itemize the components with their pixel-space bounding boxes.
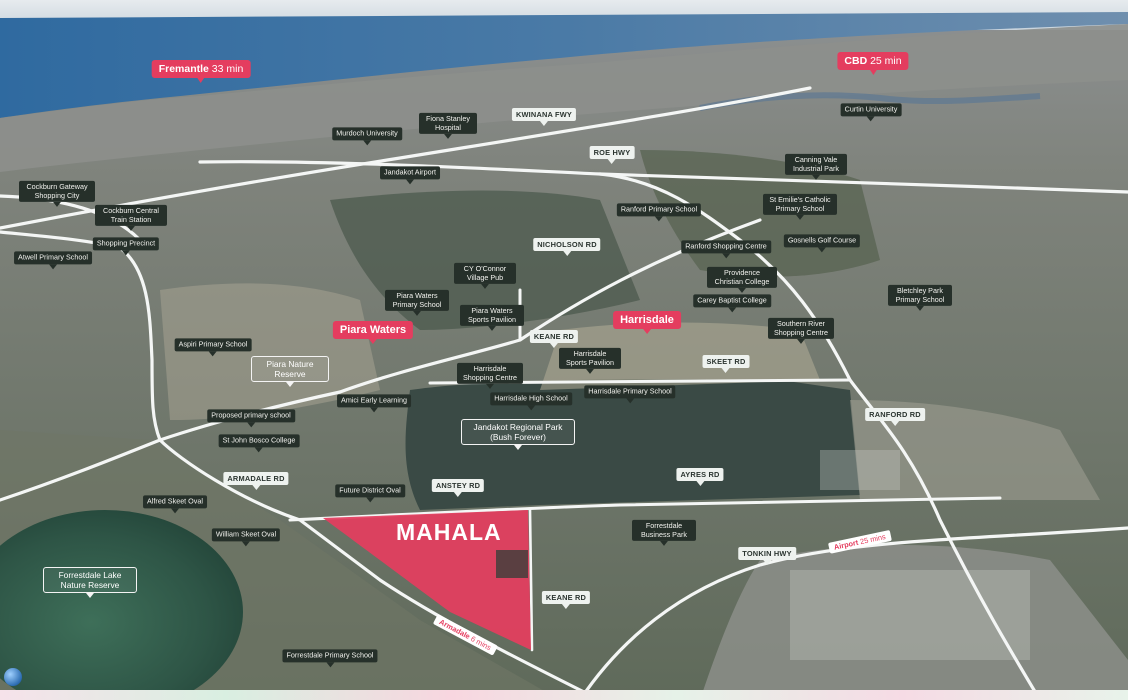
poi-label: Cockburn Gateway Shopping City: [19, 180, 95, 207]
road-label: ARMADALE RD: [223, 472, 289, 490]
poi-label: Carey Baptist College: [693, 294, 771, 312]
poi-label: Canning Vale Industrial Park: [785, 153, 847, 180]
poi-label: St John Bosco College: [218, 434, 300, 452]
road-label: SKEET RD: [702, 355, 750, 373]
poi-label: Alfred Skeet Oval: [143, 495, 207, 513]
poi-label: Forrestdale Primary School: [282, 649, 378, 667]
poi-label: Harrisdale Sports Pavilion: [559, 347, 621, 374]
road-label: NICHOLSON RD: [533, 238, 601, 256]
road-label: KEANE RD: [529, 330, 579, 348]
floral-border: [0, 690, 1128, 700]
poi-label: Piara Waters Sports Pavilion: [460, 304, 524, 331]
poi-label: Gosnells Golf Course: [783, 234, 861, 252]
poi-label: Providence Christian College: [707, 266, 777, 293]
poi-label: Harrisdale Primary School: [584, 385, 676, 403]
poi-label: Forrestdale Business Park: [632, 519, 696, 546]
poi-label: Southern River Shopping Centre: [768, 317, 834, 344]
destination-name: CBD: [844, 55, 868, 67]
poi-label: Future District Oval: [335, 484, 405, 502]
poi-label: Amici Early Learning: [337, 394, 411, 412]
mahala-area: [323, 510, 531, 650]
poi-label: Cockburn Central Train Station: [95, 204, 167, 231]
road-label: AYRES RD: [676, 468, 724, 486]
globe-icon: [4, 668, 22, 686]
destination-name: Fremantle: [158, 63, 209, 75]
destination-time: 33 min: [211, 63, 244, 75]
poi-label: Murdoch University: [332, 127, 402, 145]
reserve-label: Jandakot Regional Park (Bush Forever): [461, 419, 575, 450]
road-label: ROE HWY: [589, 146, 635, 164]
poi-label: CY O'Connor Village Pub: [454, 262, 516, 289]
poi-label: Jandakot Airport: [380, 166, 440, 184]
destination-time: 25 min: [870, 55, 902, 67]
destination-cbd: CBD 25 min: [837, 52, 909, 75]
poi-label: Proposed primary school: [207, 409, 295, 427]
poi-label: William Skeet Oval: [211, 528, 281, 546]
poi-label: Bletchley Park Primary School: [888, 284, 952, 311]
poi-label: Harrisdale High School: [490, 392, 572, 410]
poi-label: St Emilie's Catholic Primary School: [763, 193, 837, 220]
development-name: MAHALA: [396, 519, 502, 545]
poi-label: Ranford Shopping Centre: [681, 240, 771, 258]
poi-label: Aspiri Primary School: [174, 338, 252, 356]
poi-label: Atwell Primary School: [14, 251, 92, 269]
reserve-label: Piara Nature Reserve: [251, 356, 329, 387]
road-label: KWINANA FWY: [511, 108, 577, 126]
poi-label: Harrisdale Shopping Centre: [457, 362, 523, 389]
road-label: KEANE RD: [541, 591, 591, 609]
road-label: ANSTEY RD: [431, 479, 485, 497]
reserve-label: Forrestdale Lake Nature Reserve: [43, 567, 137, 598]
poi-label: Curtin University: [840, 103, 902, 121]
suburb-piara-waters: Piara Waters: [332, 321, 414, 344]
road-label: RANFORD RD: [865, 408, 925, 426]
road-label: TONKIN HWY: [738, 547, 796, 565]
destination-fremantle: Fremantle 33 min: [151, 60, 251, 83]
poi-label: Ranford Primary School: [616, 203, 702, 221]
suburb-harrisdale: Harrisdale: [613, 311, 681, 334]
poi-label: Fiona Stanley Hospital: [419, 112, 477, 139]
poi-label: Shopping Precinct: [92, 237, 160, 255]
poi-label: Piara Waters Primary School: [385, 289, 449, 316]
